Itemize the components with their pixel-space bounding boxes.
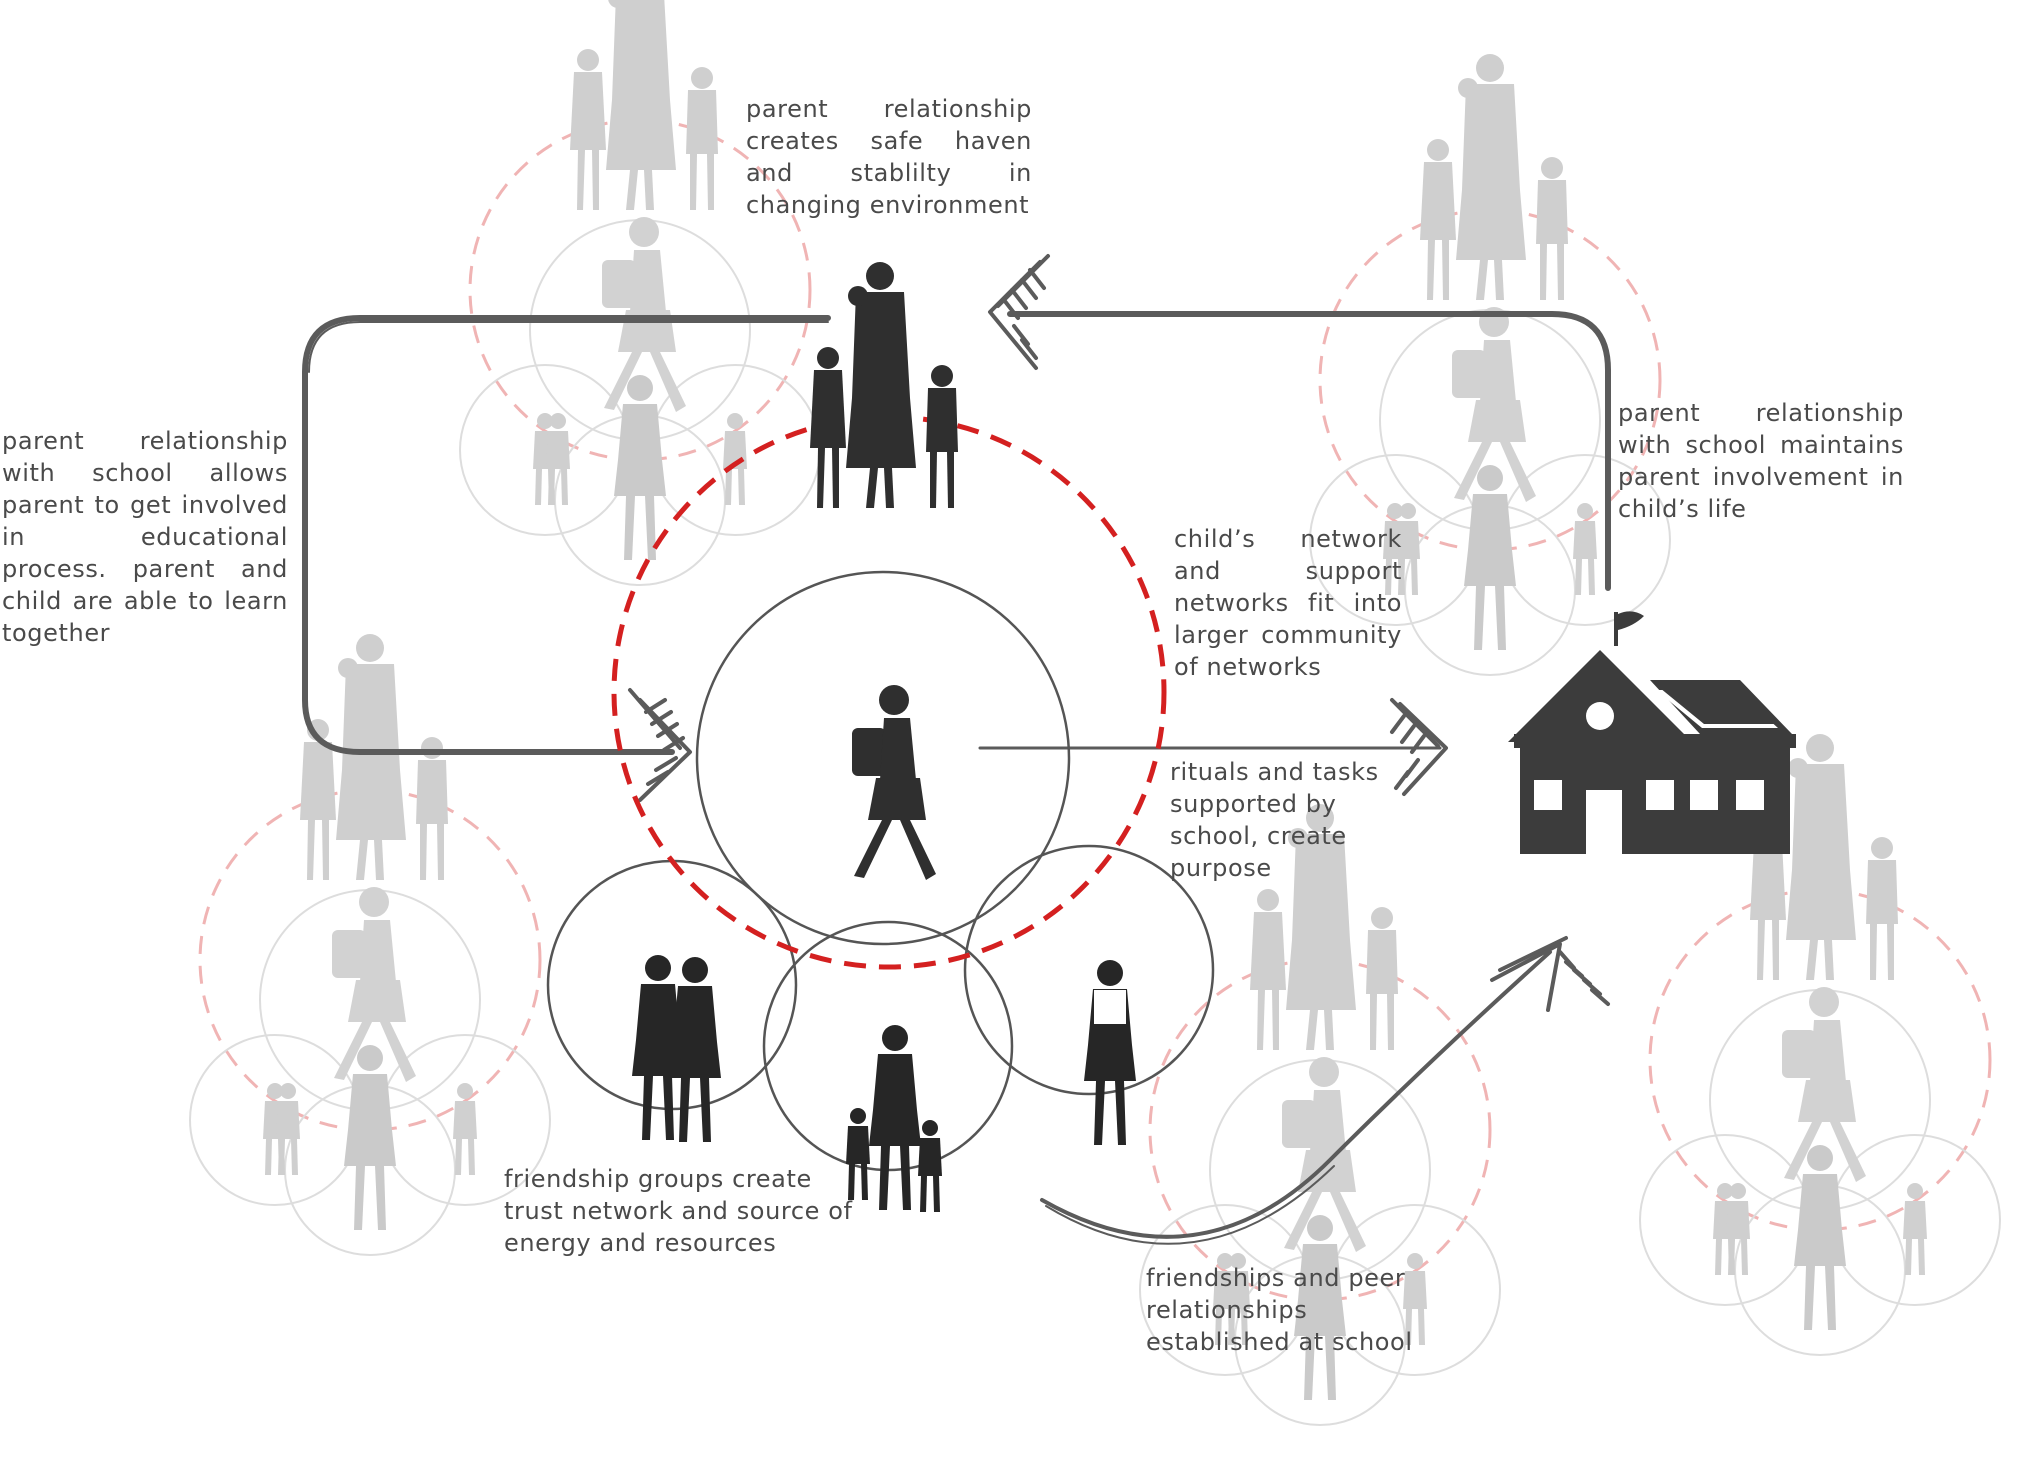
caption-parent-school-maintains: parent relationship with school maintain… [1618, 399, 1904, 523]
arrow-school-to-family [1007, 311, 1611, 591]
friend-circle-right [963, 844, 1215, 1096]
background-network-top [460, 0, 820, 585]
arrowhead-curve [1490, 936, 1610, 1012]
caption-peer-relationships: friendships and peer relationships estab… [1146, 1264, 1413, 1356]
school-building-icon [1508, 611, 1796, 854]
caption-friendship-groups: friendship groups create trust network a… [504, 1165, 853, 1257]
caption-parent-school-learn: parent relationship with school allows p… [2, 427, 288, 647]
friends-pair-figure [632, 955, 721, 1142]
caption-parent-safe-haven: parent relationship creates safe haven a… [746, 95, 1032, 219]
mother-and-children-figure [810, 262, 958, 508]
caption-child-network: child’s network and support networks fit… [1174, 525, 1402, 681]
flow-arrows [302, 254, 1611, 1245]
arrowhead-left-loop [628, 688, 692, 802]
arrow-friends-to-school [1040, 950, 1552, 1239]
child-with-backpack-figure [852, 685, 936, 880]
arrowhead-top [988, 254, 1050, 370]
arrowhead-right [1390, 698, 1448, 796]
caption-rituals: rituals and tasks supported by school, c… [1170, 758, 1379, 882]
friend-single-figure [1084, 960, 1136, 1145]
arrow-family-to-child [302, 315, 831, 755]
background-network-left [190, 634, 550, 1255]
child-circle [695, 570, 1071, 946]
